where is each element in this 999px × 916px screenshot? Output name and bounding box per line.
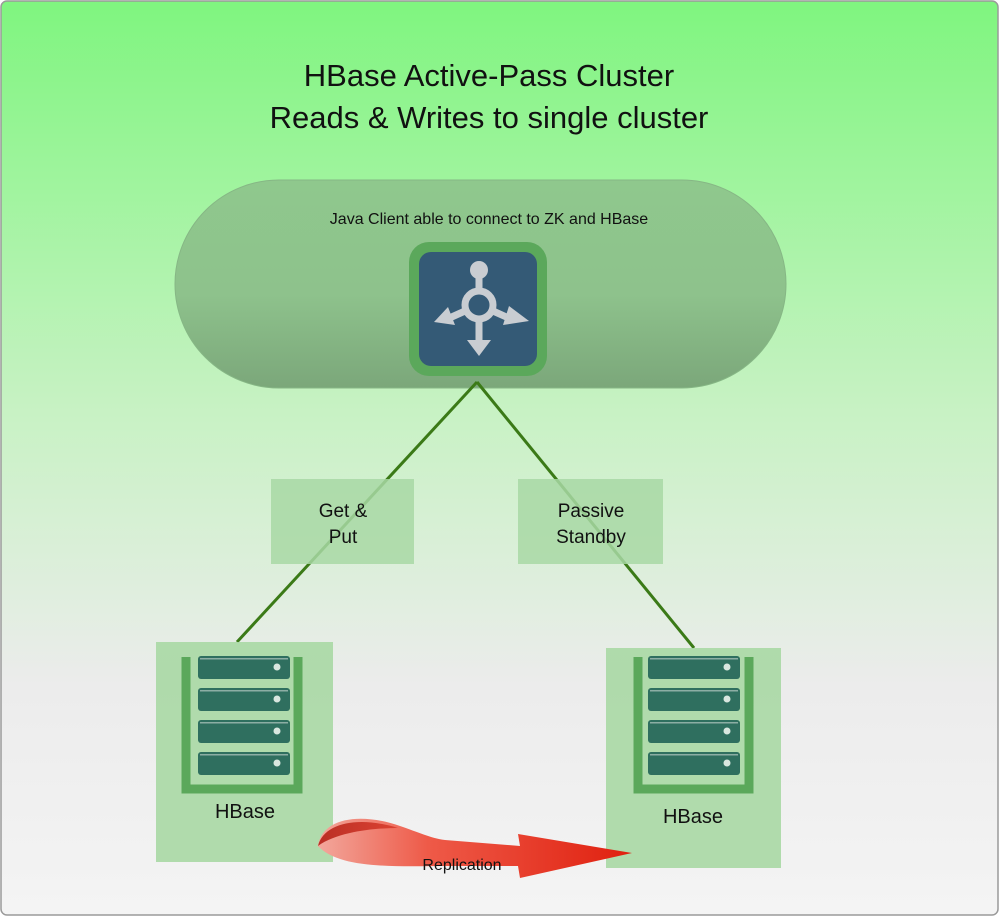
diagram-title-line1: HBase Active-Pass Cluster <box>304 58 674 93</box>
active-connection-box <box>271 479 414 564</box>
active-connection-label-line2: Put <box>329 527 358 548</box>
server-rack-icon <box>633 656 754 794</box>
hbase-cluster-left-label: HBase <box>215 801 275 823</box>
diagram-title-line2: Reads & Writes to single cluster <box>270 100 709 135</box>
passive-connection-label-line1: Passive <box>558 501 625 522</box>
passive-connection-box <box>518 479 663 564</box>
server-rack-icon <box>181 656 303 794</box>
router-arrows-icon <box>409 242 547 376</box>
passive-connection-label-line2: Standby <box>556 527 626 548</box>
replication-arrow <box>318 818 632 878</box>
active-connection-label-line1: Get & <box>319 501 368 522</box>
client-label: Java Client able to connect to ZK and HB… <box>330 211 649 228</box>
hbase-cluster-right-label: HBase <box>663 806 723 828</box>
replication-label: Replication <box>422 857 501 874</box>
